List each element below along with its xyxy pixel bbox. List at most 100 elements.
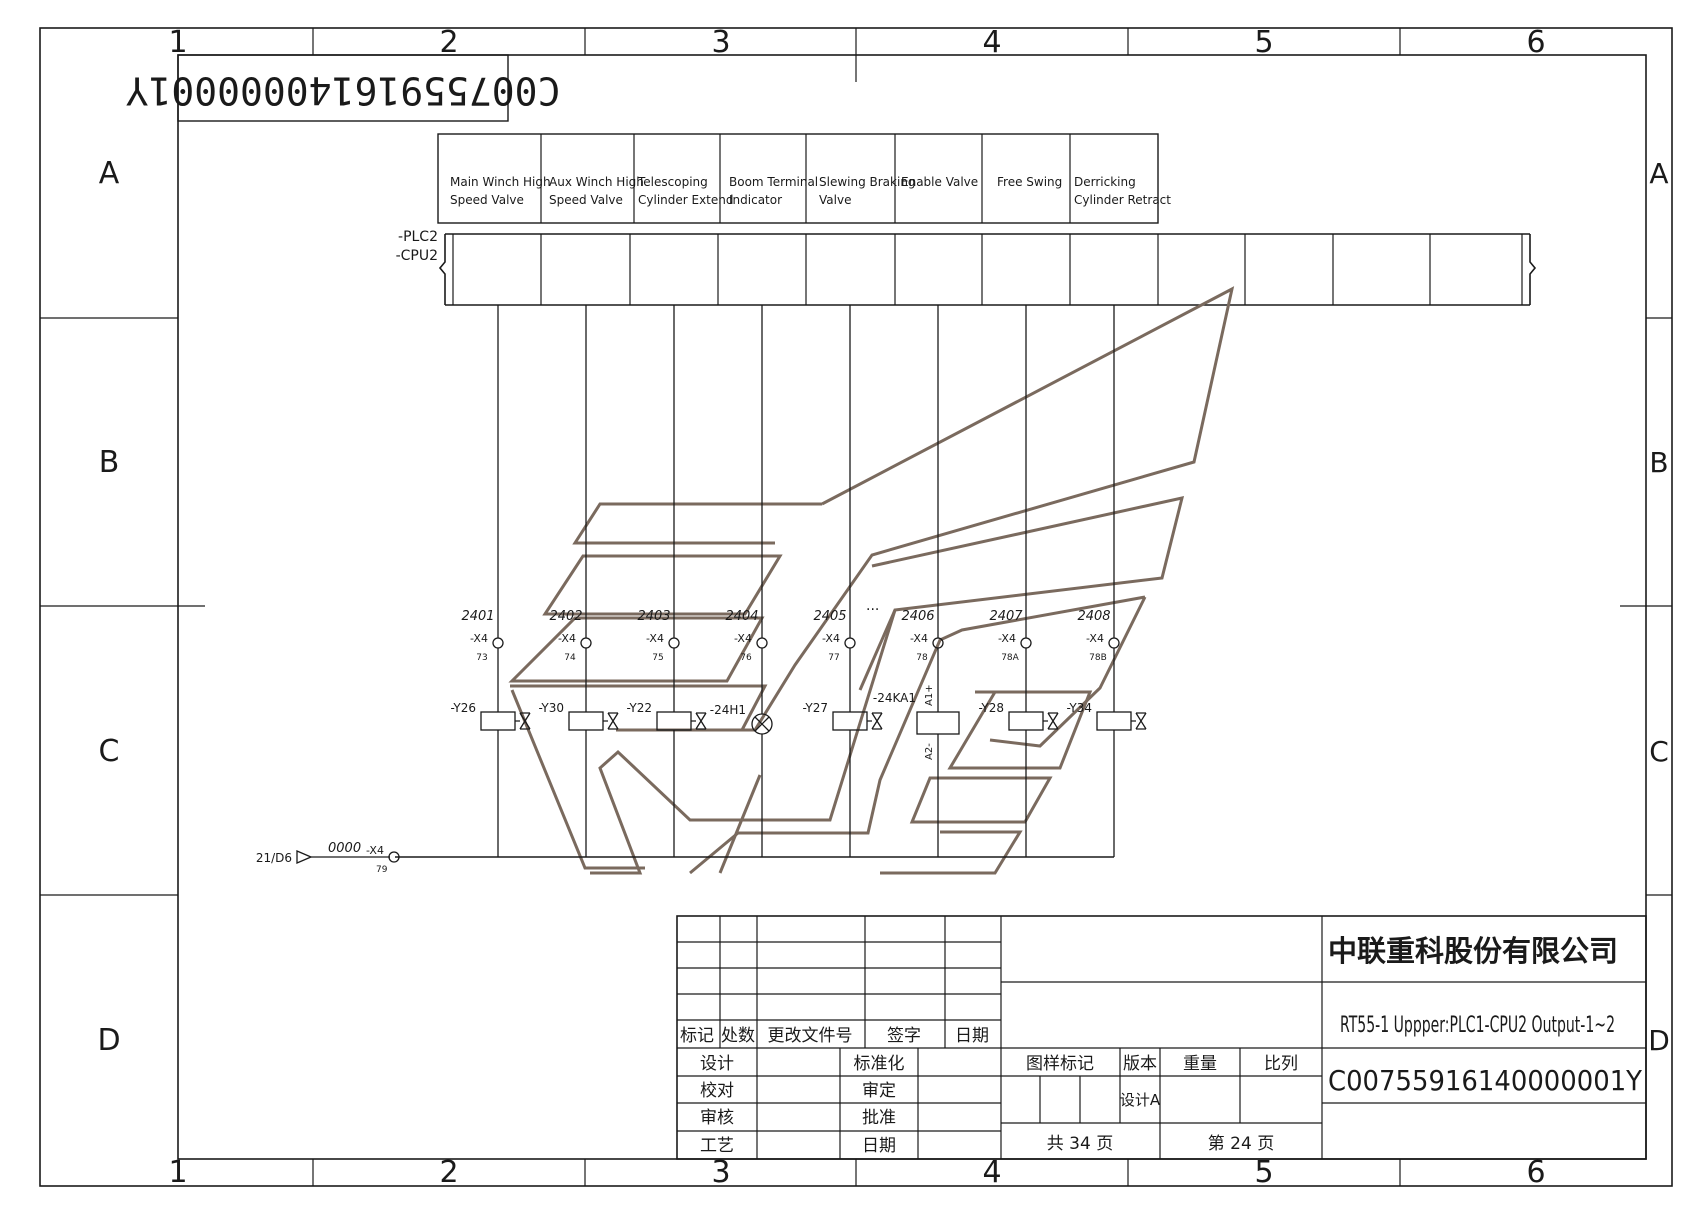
device-tag: -Y34 — [1066, 701, 1092, 715]
col-marker: 1 — [168, 25, 187, 60]
row-marker: A — [1649, 157, 1668, 190]
terminal-pin: 77 — [828, 653, 839, 663]
terminal-circle-icon — [1108, 637, 1120, 649]
terminal-label: -X4 — [822, 632, 840, 645]
meta-header: 重量 — [1183, 1054, 1217, 1074]
col-marker: 1 — [168, 1155, 187, 1190]
function-label: Speed Valve — [549, 193, 623, 207]
function-label: Valve — [819, 193, 851, 207]
row-marker: D — [1648, 1024, 1670, 1057]
wire-number: 2402 — [549, 609, 582, 624]
rev-header: 处数 — [721, 1026, 755, 1046]
rev-header: 签字 — [887, 1026, 921, 1046]
terminal-label: -X4 — [558, 632, 576, 645]
function-label: Cylinder Retract — [1074, 193, 1171, 207]
col-marker: 2 — [439, 1155, 458, 1190]
mirrored-code: C00755916140000001Y — [126, 69, 561, 113]
terminal-pin: 76 — [740, 653, 752, 663]
function-label: Telescoping — [637, 175, 708, 189]
cpu-tag: -CPU2 — [396, 248, 438, 264]
rev-header: 更改文件号 — [768, 1026, 853, 1046]
device-tag: -24KA1 — [873, 691, 916, 705]
overlay-decoration — [508, 286, 1235, 875]
indicator-lamp-icon — [751, 712, 773, 735]
function-label: Cylinder Extend — [638, 193, 734, 207]
terminal-pin: 78B — [1089, 653, 1107, 663]
device-tag: -Y22 — [626, 701, 652, 715]
terminal-label: -X4 — [910, 632, 928, 645]
terminal-pin: 78 — [916, 653, 928, 663]
row-markers-left: A B C D — [97, 156, 120, 1058]
wire-number: 2401 — [461, 609, 494, 624]
common-ref: 21/D6 — [256, 851, 292, 865]
col-marker: 6 — [1526, 25, 1545, 60]
wire-number: 2407 — [989, 609, 1023, 624]
role-label: 审核 — [700, 1108, 734, 1128]
terminal-circle-icon — [388, 851, 400, 863]
terminal-circle-icon — [492, 637, 504, 649]
off-page-arrow-icon — [296, 850, 313, 864]
terminal-circle-icon — [756, 637, 768, 649]
mirrored-code-box: C00755916140000001Y — [126, 54, 561, 122]
terminal-label: -X4 — [998, 632, 1016, 645]
terminal-circle-icon — [580, 637, 592, 649]
role-label: 设计 — [700, 1054, 734, 1074]
row-marker: C — [99, 734, 120, 769]
solenoid-valve-icon — [656, 711, 707, 731]
terminal-pin: 74 — [564, 653, 576, 663]
common-pin: 79 — [376, 865, 388, 875]
col-marker: 3 — [711, 1155, 730, 1190]
role-label: 标准化 — [854, 1054, 905, 1074]
col-marker: 2 — [439, 25, 458, 60]
relay-coil-icon — [916, 711, 960, 735]
title-block: 标记 处数 更改文件号 签字 日期 设计 校对 审核 工艺 标准化 审定 批准 … — [676, 915, 1647, 1160]
relay-pin-a2: A2- — [924, 743, 935, 760]
common-wire: 0000 — [328, 841, 361, 856]
function-label: Indicator — [729, 193, 782, 207]
device-tag: -Y27 — [802, 701, 828, 715]
terminal-label: -X4 — [734, 632, 752, 645]
solenoid-valve-icon — [1096, 711, 1147, 731]
role-label: 工艺 — [700, 1136, 734, 1156]
device-tag: -Y26 — [450, 701, 476, 715]
terminal-label: -X4 — [470, 632, 488, 645]
solenoid-valve-icon — [1008, 711, 1059, 731]
plc-module: -PLC2 -CPU2 — [396, 229, 1537, 306]
terminal-circle-icon — [1020, 637, 1032, 649]
total-pages: 共 34 页 — [1047, 1134, 1113, 1154]
wire-number: 2404 — [725, 609, 758, 624]
function-label: Aux Winch High — [549, 175, 644, 189]
function-label: Speed Valve — [450, 193, 524, 207]
current-page: 第 24 页 — [1208, 1134, 1274, 1154]
function-label-header: Main Winch High Speed Valve Aux Winch Hi… — [437, 133, 1171, 224]
common-return: 21/D6 0000 -X4 79 — [256, 841, 1114, 875]
meta-header: 比列 — [1264, 1054, 1298, 1074]
row-marker: B — [99, 445, 120, 480]
row-markers-right: A B C D — [1648, 157, 1670, 1057]
version-value: 设计A — [1120, 1091, 1161, 1109]
col-marker: 6 — [1526, 1155, 1545, 1190]
column-markers-top: 1 2 3 4 5 6 — [168, 25, 1545, 60]
meta-header: 图样标记 — [1026, 1054, 1094, 1074]
row-marker: B — [1649, 446, 1668, 479]
output-channels: 2401-X473-Y262402-X474-Y302403-X475-Y222… — [450, 305, 1147, 857]
solenoid-valve-icon — [568, 711, 619, 731]
role-label: 日期 — [862, 1136, 896, 1156]
function-label: Main Winch High — [450, 175, 551, 189]
terminal-label: -X4 — [646, 632, 664, 645]
meta-header: 版本 — [1123, 1054, 1157, 1074]
role-label: 批准 — [862, 1108, 896, 1128]
common-terminal: -X4 — [366, 844, 384, 857]
col-marker: 4 — [982, 1155, 1001, 1190]
function-label: Derricking — [1074, 175, 1136, 189]
function-label: Boom Terminal — [729, 175, 818, 189]
row-marker: D — [97, 1023, 120, 1058]
